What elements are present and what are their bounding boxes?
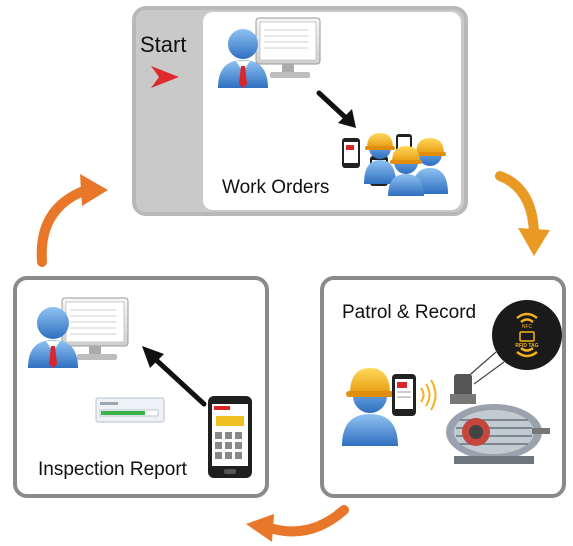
cycle-arrow-left-icon — [36, 174, 108, 267]
patrol-record-label: Patrol & Record — [342, 302, 477, 323]
workers-group-icon — [342, 133, 448, 196]
smartphone-icon — [392, 374, 416, 416]
cycle-arrow-bottom-icon — [246, 505, 349, 542]
motor-icon — [446, 374, 550, 464]
signal-waves-icon — [420, 379, 437, 411]
worker-icon — [342, 368, 398, 446]
work-orders-label: Work Orders — [222, 177, 330, 198]
report-computer-icon — [61, 297, 129, 360]
cycle-arrow-right-icon — [495, 171, 550, 256]
nfc-tag-bottom-text: RFID TAG — [515, 343, 539, 349]
nfc-tag-icon: NFC RFID TAG — [492, 300, 562, 370]
dispatch-arrow-icon — [316, 90, 356, 128]
person-icon — [218, 29, 268, 88]
upload-arrow-icon — [142, 346, 207, 407]
report-smartphone-icon — [208, 396, 252, 478]
report-person-icon — [28, 307, 78, 368]
computer-icon — [255, 17, 321, 78]
start-arrow-icon — [151, 66, 179, 88]
popup-icon — [95, 397, 165, 423]
inspection-report-label: Inspection Report — [38, 459, 187, 480]
nfc-tag-top-text: NFC — [521, 324, 533, 330]
start-caption: Start — [140, 32, 187, 57]
